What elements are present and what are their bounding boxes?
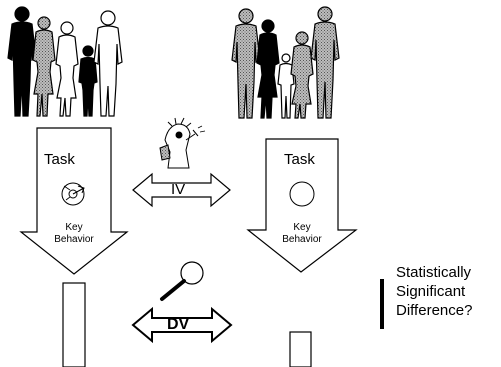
right-result-bar [289,331,312,367]
iv-double-arrow [132,172,231,208]
iv-label: IV [171,181,186,198]
circle-icon [289,181,315,207]
left-people-group-icon [7,6,123,117]
scientist-icon [159,117,206,169]
magnifying-glass-icon [160,261,204,301]
left-result-bar [62,282,86,367]
dv-label: DV [167,316,190,333]
right-people-group-icon [231,6,340,119]
difference-bar [380,279,384,329]
dv-double-arrow [131,306,233,344]
left-key-behavior-label: Key Behavior [54,222,94,245]
right-task-label: Task [284,151,315,168]
right-key-behavior-label: Key Behavior [282,222,322,245]
target-icon [61,182,85,206]
conclusion-text: Statistically Significant Difference? [396,264,473,319]
left-task-label: Task [44,151,75,168]
